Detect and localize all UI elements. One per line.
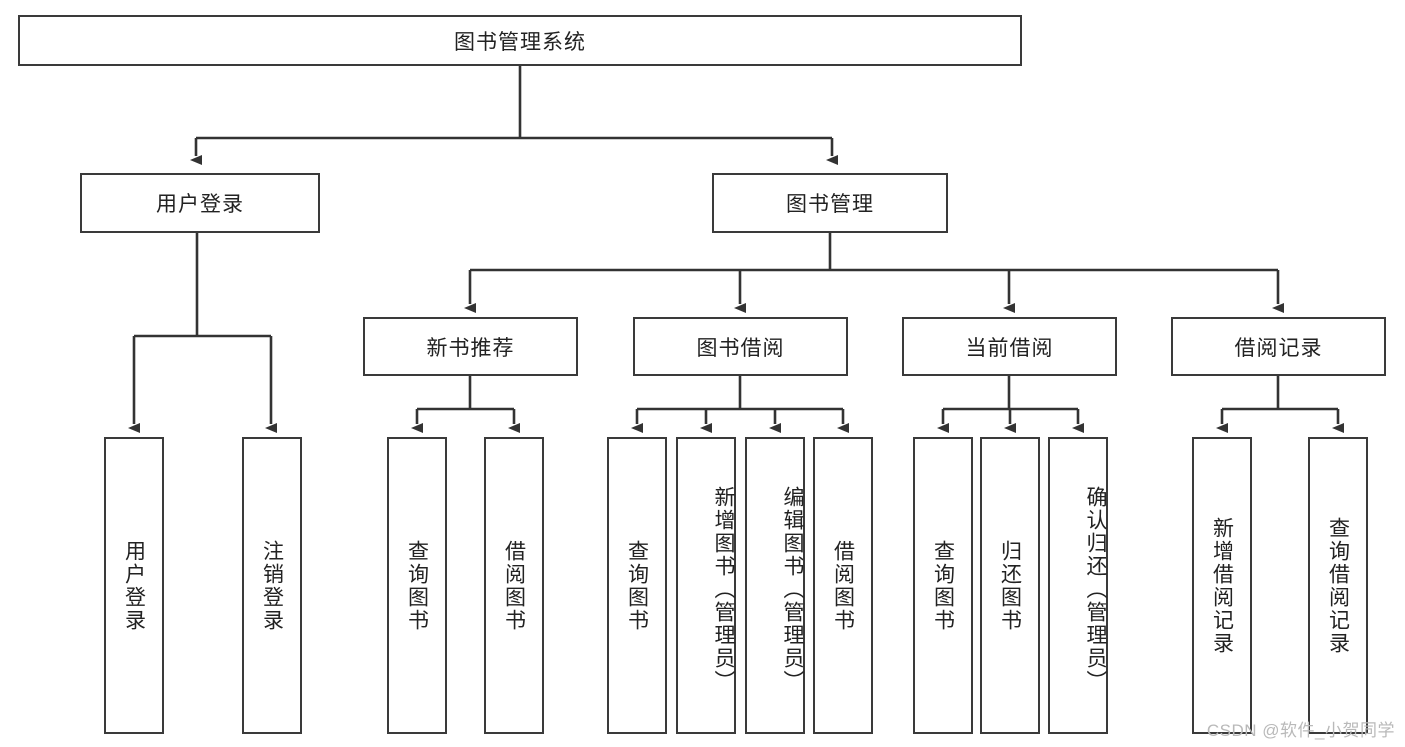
node-leaf-return-book-label: 归还图书 [998, 539, 1022, 632]
node-leaf-query-book-a-label: 查询图书 [405, 539, 429, 632]
node-user-login[interactable]: 用户登录 [80, 173, 320, 233]
node-new-book-rec-label: 新书推荐 [426, 336, 515, 360]
node-book-borrow-label: 图书借阅 [696, 336, 785, 360]
node-leaf-borrow-book-b[interactable]: 借阅图书 [813, 437, 873, 734]
node-leaf-add-book[interactable]: 新增图书（管理员） [676, 437, 736, 734]
node-root[interactable]: 图书管理系统 [18, 15, 1022, 66]
node-leaf-logout[interactable]: 注销登录 [242, 437, 302, 734]
node-leaf-query-record[interactable]: 查询借阅记录 [1308, 437, 1368, 734]
node-leaf-query-book-b[interactable]: 查询图书 [607, 437, 667, 734]
node-leaf-query-book-c-label: 查询图书 [931, 539, 955, 632]
node-leaf-return-book[interactable]: 归还图书 [980, 437, 1040, 734]
node-leaf-query-book-a[interactable]: 查询图书 [387, 437, 447, 734]
node-leaf-add-book-label: 新增图书（管理员） [712, 486, 735, 693]
node-leaf-user-login[interactable]: 用户登录 [104, 437, 164, 734]
node-book-manage[interactable]: 图书管理 [712, 173, 948, 233]
node-leaf-confirm-return[interactable]: 确认归还（管理员） [1048, 437, 1108, 734]
node-borrow-record-label: 借阅记录 [1234, 336, 1323, 360]
node-book-manage-label: 图书管理 [786, 193, 874, 216]
node-borrow-record[interactable]: 借阅记录 [1171, 317, 1386, 376]
node-leaf-confirm-return-label: 确认归还（管理员） [1084, 486, 1107, 693]
node-leaf-query-record-label: 查询借阅记录 [1326, 516, 1350, 655]
node-user-login-label: 用户登录 [156, 193, 244, 216]
node-leaf-borrow-book-a-label: 借阅图书 [502, 539, 526, 632]
node-leaf-user-login-label: 用户登录 [122, 539, 146, 632]
node-current-borrow[interactable]: 当前借阅 [902, 317, 1117, 376]
node-leaf-add-record-label: 新增借阅记录 [1210, 516, 1234, 655]
node-leaf-logout-label: 注销登录 [260, 539, 284, 632]
node-current-borrow-label: 当前借阅 [965, 336, 1054, 360]
node-leaf-query-book-c[interactable]: 查询图书 [913, 437, 973, 734]
node-book-borrow[interactable]: 图书借阅 [633, 317, 848, 376]
node-leaf-query-book-b-label: 查询图书 [625, 539, 649, 632]
node-root-label: 图书管理系统 [454, 30, 586, 54]
node-leaf-borrow-book-b-label: 借阅图书 [831, 539, 855, 632]
node-leaf-edit-book[interactable]: 编辑图书（管理员） [745, 437, 805, 734]
csdn-watermark: CSDN @软件_小贺同学 [1206, 721, 1395, 740]
node-new-book-rec[interactable]: 新书推荐 [363, 317, 578, 376]
node-leaf-borrow-book-a[interactable]: 借阅图书 [484, 437, 544, 734]
node-leaf-add-record[interactable]: 新增借阅记录 [1192, 437, 1252, 734]
node-leaf-edit-book-label: 编辑图书（管理员） [781, 486, 804, 693]
